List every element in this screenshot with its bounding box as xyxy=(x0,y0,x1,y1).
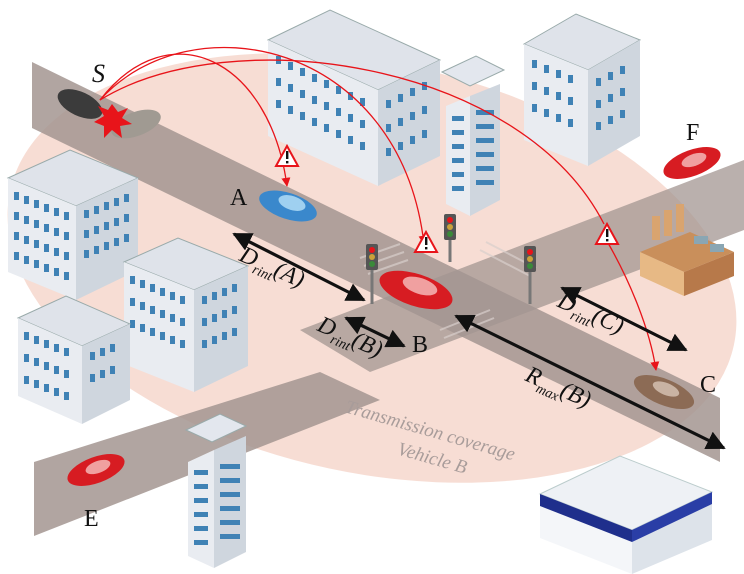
vehicle-label-f: F xyxy=(686,120,699,146)
building-top-center xyxy=(266,9,442,186)
building-bottom-right xyxy=(538,455,714,574)
factory-icon xyxy=(640,204,734,296)
vehicle-label-a: A xyxy=(230,185,248,211)
car-icon xyxy=(259,190,317,222)
crash-icon xyxy=(94,104,132,138)
vehicle-label-b: B xyxy=(412,332,428,358)
building-top-right xyxy=(522,13,642,166)
warning-icon xyxy=(413,229,439,253)
building-left-bottom xyxy=(16,295,132,424)
building-left-mid xyxy=(122,237,250,392)
warning-icon xyxy=(274,143,300,167)
building-left-top xyxy=(6,149,140,300)
car-icon xyxy=(379,270,453,310)
vehicle-label-s: S xyxy=(92,59,105,88)
vehicle-label-c: C xyxy=(700,372,716,398)
car-icon xyxy=(67,454,125,486)
car-icon xyxy=(663,147,721,179)
tower-top-center xyxy=(440,55,506,216)
tower-bottom-center xyxy=(184,413,248,568)
car-icon xyxy=(57,89,161,139)
traffic-light-icon xyxy=(366,244,378,304)
traffic-light-icon xyxy=(524,246,536,304)
vehicle-label-e: E xyxy=(84,506,99,532)
traffic-light-icon xyxy=(444,214,456,262)
distance-arrows xyxy=(232,232,726,450)
warning-icon xyxy=(594,221,620,245)
